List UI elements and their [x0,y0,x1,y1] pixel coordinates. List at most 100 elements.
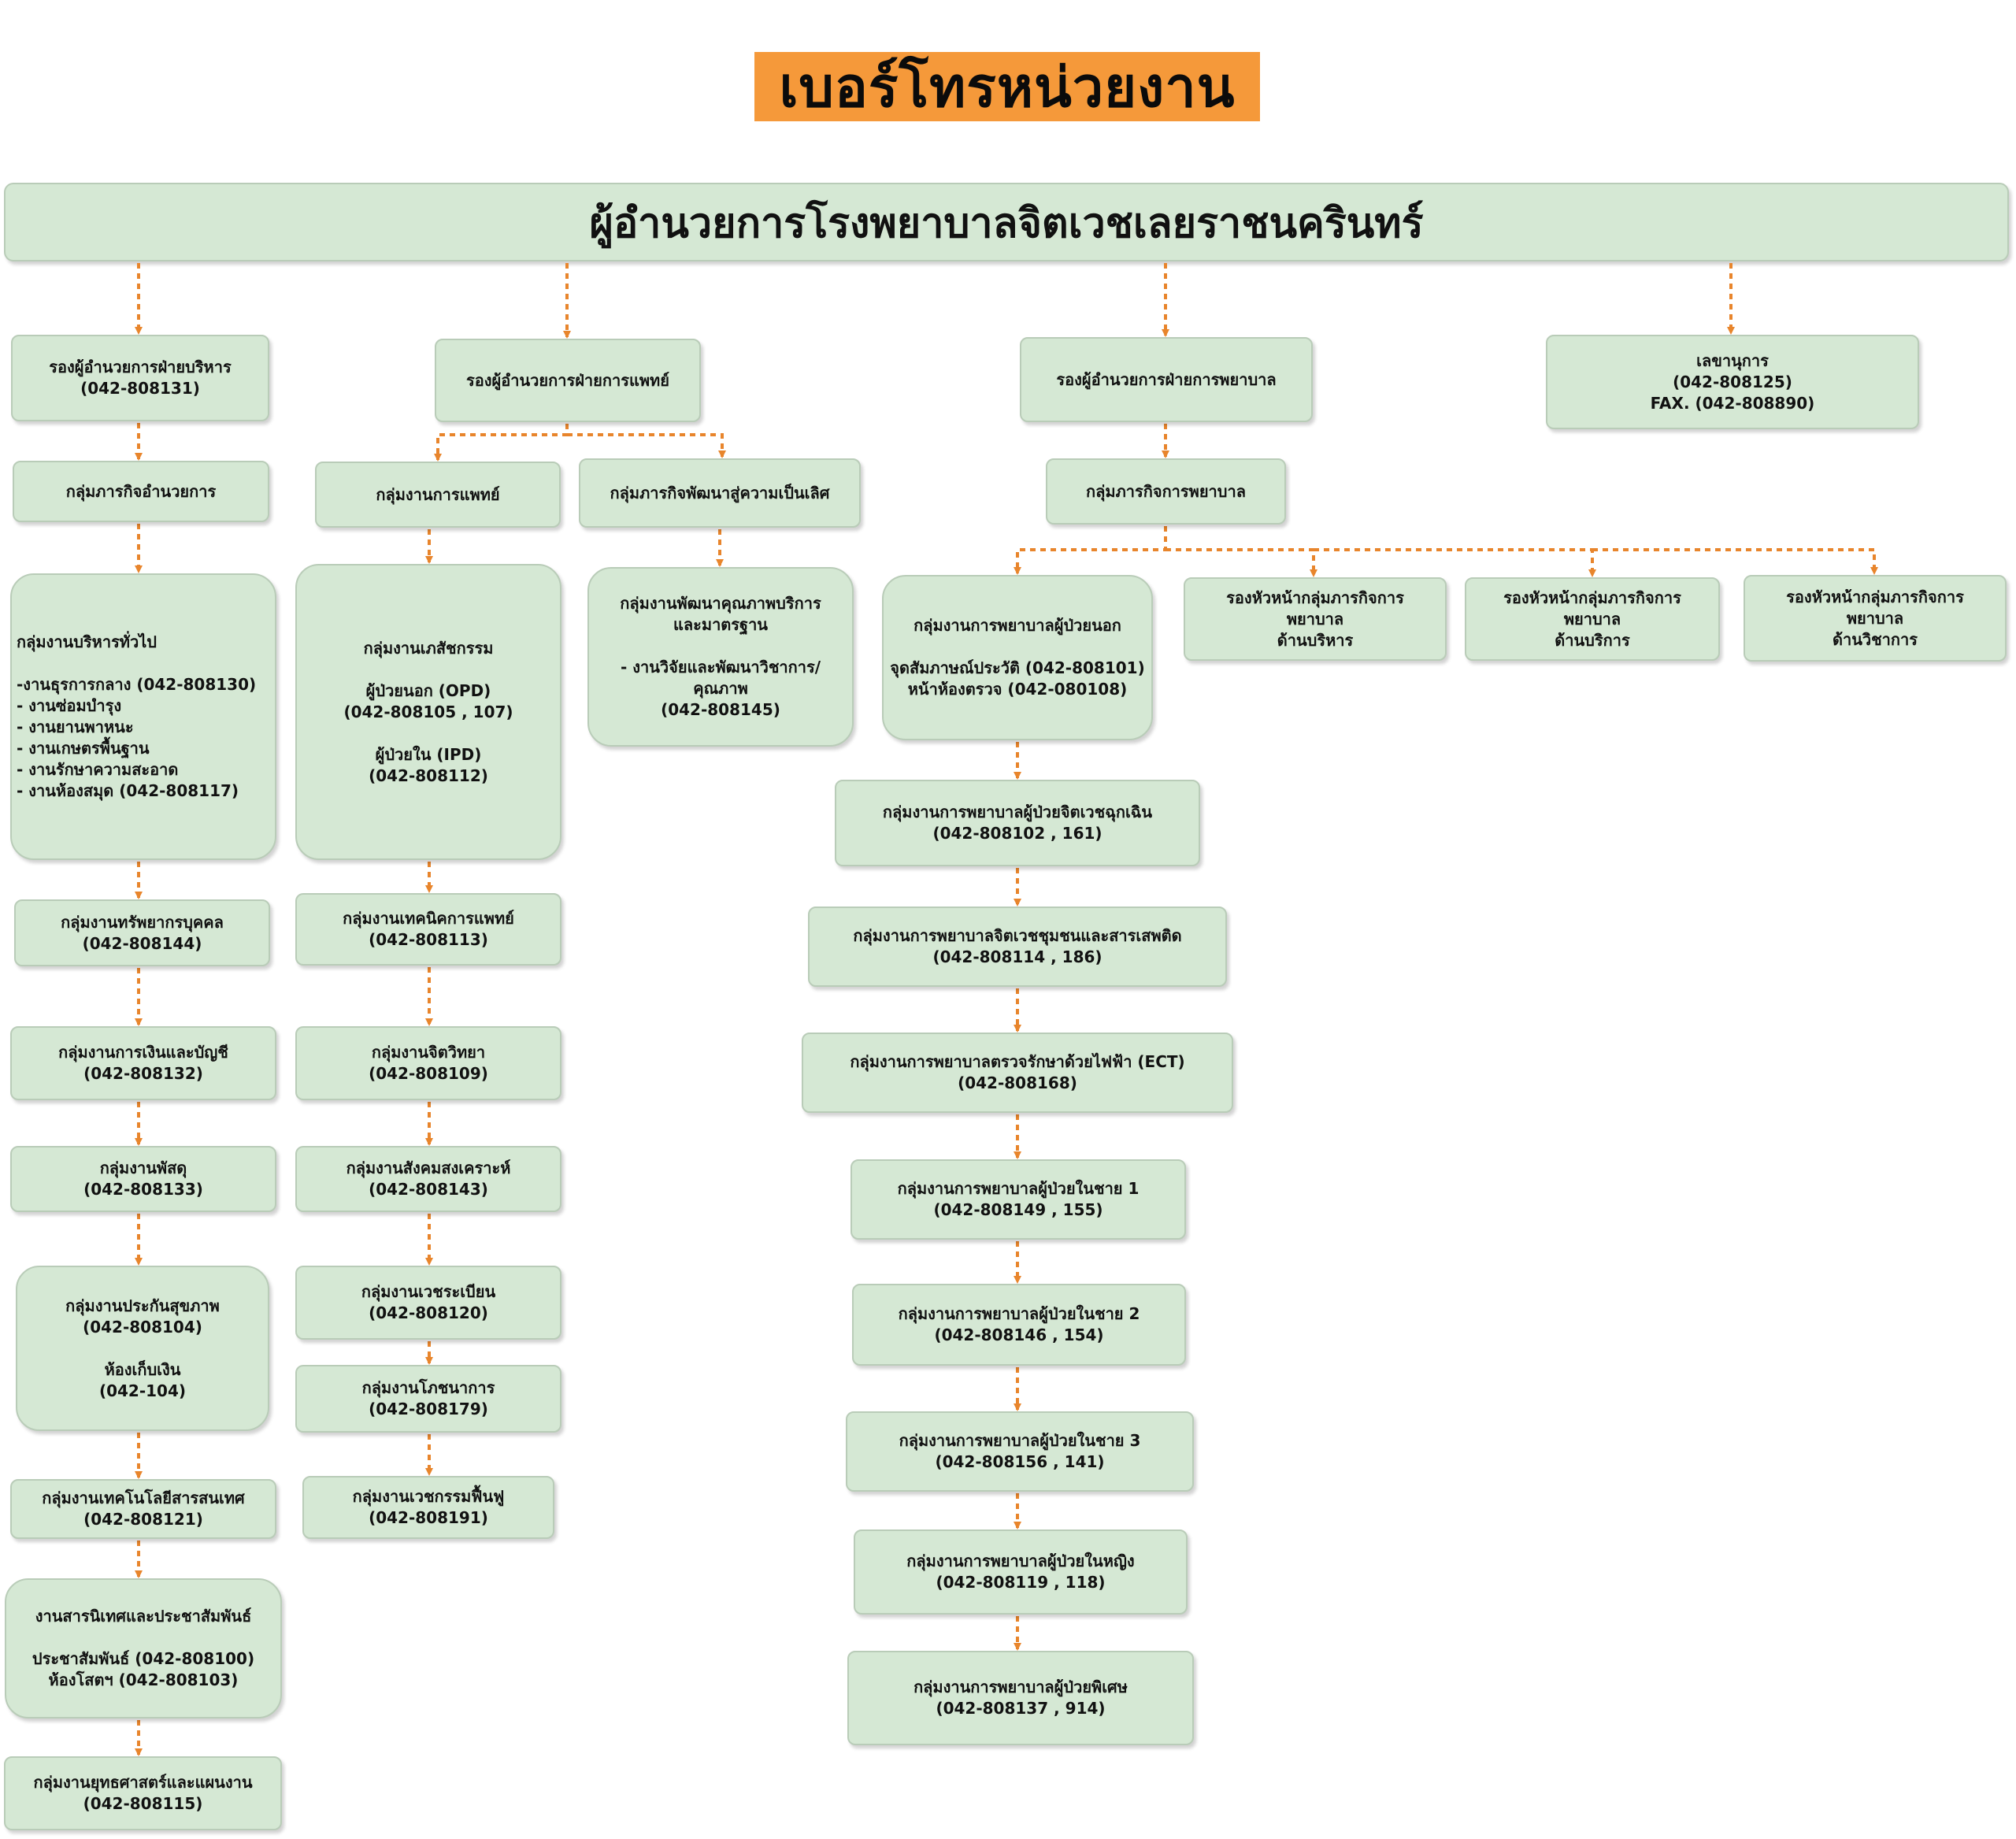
medical-records-box: กลุ่มงานเวชระเบียน(042-808120) [295,1266,561,1340]
sub-head-academic-box: รองหัวหน้ากลุ่มภารกิจการพยาบาลด้านวิชากา… [1744,575,2007,662]
rehab-box: กลุ่มงานเวชกรรมฟื้นฟู (042-808191) [302,1476,554,1539]
box-line: ประชาสัมพันธ์ (042-808100) [32,1649,255,1668]
box-line: (042-104) [98,1381,187,1400]
box-line: กลุ่มภารกิจอำนวยการ [65,481,217,501]
box-line: กลุ่มงานประกันสุขภาพ [65,1296,220,1315]
box-line: (042-808104) [83,1317,202,1337]
box-line: รองหัวหน้ากลุ่มภารกิจการ [1786,587,1964,606]
box-line: (042-808125) [1673,372,1792,391]
hr-box: กลุ่มงานทรัพยากรบุคคล(042-808144) [14,899,270,966]
director-box: ผู้อำนวยการโรงพยาบาลจิตเวชเลยราชนครินทร์ [4,183,2009,261]
box-line: รองหัวหน้ากลุ่มภารกิจการ [1226,588,1404,607]
box-line: กลุ่มงานยุทธศาสตร์และแผนงาน [33,1773,253,1792]
box-line: กลุ่มงานการพยาบาลผู้ป่วยในชาย 1 [897,1179,1140,1198]
box-line: พยาบาล [1846,608,1904,628]
box-line: พยาบาล [1286,609,1344,628]
female-ward-box: กลุ่มงานการพยาบาลผู้ป่วยในหญิง (042-80811… [854,1529,1188,1615]
quality-box: กลุ่มงานพัฒนาคุณภาพบริการและมาตรฐาน- งาน… [587,567,854,747]
pharmacy-box: กลุ่มงานเภสัชกรรมผู้ป่วยนอก (OPD)(042-80… [295,564,561,860]
box-line: (042-808137 , 914) [936,1699,1106,1718]
box-line: (042-808105 , 107) [343,702,513,721]
excellence-box: กลุ่มภารกิจพัฒนาสู่ความเป็นเลิศ [579,458,861,528]
medtech-box: กลุ่มงานเทคนิคการแพทย์ (042-808113) [295,893,561,966]
box-line: (042-808102 , 161) [932,824,1102,843]
box-line: และมาตรฐาน [673,615,768,634]
medical-group-box: กลุ่มงานการแพทย์ [315,462,561,528]
box-line: กลุ่มงานการแพทย์ [376,484,500,504]
box-line: -งานธุรการกลาง (042-808130) [17,675,257,694]
box-line: (042-808156 , 141) [935,1452,1105,1471]
box-line: กลุ่มงานจิตวิทยา [371,1043,486,1062]
box-line: กลุ่มงานการพยาบาลผู้ป่วยจิตเวชฉุกเฉิน [882,803,1153,821]
box-line: - งานวิจัยและพัฒนาวิชาการ/ [620,658,821,677]
ect-nursing-box: กลุ่มงานการพยาบาลตรวจรักษาด้วยไฟฟ้า (ECT… [802,1033,1233,1113]
box-line: ด้านบริหาร [1277,630,1354,650]
male-ward-2-box: กลุ่มงานการพยาบาลผู้ป่วยในชาย 2 (042-8081… [852,1284,1186,1366]
box-line: กลุ่มงานการพยาบาลผู้ป่วยในชาย 3 [899,1431,1141,1450]
box-line: กลุ่มงานการเงินและบัญชี [58,1043,228,1062]
insurance-box: กลุ่มงานประกันสุขภาพ (042-808104) ห้องเก็บ… [16,1266,269,1431]
box-line: (042-808114 , 186) [932,947,1102,966]
psychology-box: กลุ่มงานจิตวิทยา (042-808109) [295,1026,561,1100]
box-line: พยาบาล [1563,609,1621,628]
box-line: (042-808132) [83,1064,203,1083]
box-line: กลุ่มงานทรัพยากรบุคคล [61,912,224,932]
box-line: (042-808121) [83,1510,203,1529]
opd-nursing-box: กลุ่มงานการพยาบาลผู้ป่วยนอกจุดสัมภาษณ์ปร… [882,575,1153,740]
page-title: เบอร์โทรหน่วยงาน [754,52,1260,121]
admin-mission-box: กลุ่มภารกิจอำนวยการ [13,461,269,522]
social-work-box: กลุ่มงานสังคมสงเคราะห์ (042-808143) [295,1146,561,1212]
box-line: จุดสัมภาษณ์ประวัติ (042-808101) [890,658,1145,677]
box-line: กลุ่มงานสังคมสงเคราะห์ [346,1159,511,1177]
box-line: งานสารนิเทศและประชาสัมพันธ์ [35,1607,252,1626]
box-line: กลุ่มงานการพยาบาลตรวจรักษาด้วยไฟฟ้า (ECT… [850,1052,1185,1071]
pr-box: งานสารนิเทศและประชาสัมพันธ์ประชาสัมพันธ์… [5,1578,282,1719]
box-line: กลุ่มงานการพยาบาลผู้ป่วยพิเศษ [914,1678,1128,1696]
box-line: กลุ่มงานเวชกรรมฟื้นฟู [352,1487,505,1506]
box-line: (042-808145) [661,700,780,719]
box-line: (042-808133) [83,1180,203,1199]
box-line: (042-808191) [369,1508,488,1527]
connector-arrow [1314,548,1596,577]
nutrition-box: กลุ่มงานโภชนาการ (042-808179) [295,1365,561,1433]
box-line: กลุ่มงานบริหารทั่วไป [17,632,157,651]
box-line: กลุ่มภารกิจพัฒนาสู่ความเป็นเลิศ [610,483,830,502]
box-line: กลุ่มงานโภชนาการ [361,1378,495,1397]
box-line: (042-808143) [369,1180,488,1199]
box-line: กลุ่มงานเทคนิคการแพทย์ [343,909,514,928]
box-line: (042-808113) [369,930,488,949]
box-line: (042-808146 , 154) [934,1325,1104,1344]
box-line: ด้านวิชาการ [1832,629,1918,649]
it-box: กลุ่มงานเทคโนโลยีสารสนเทศ(042-808121) [10,1479,276,1539]
box-line: กลุ่มงานการพยาบาลผู้ป่วยนอก [914,616,1121,635]
general-admin-box: กลุ่มงานบริหารทั่วไป -งานธุรการกลาง (042-… [10,573,276,860]
box-line: กลุ่มงานการพยาบาลผู้ป่วยในชาย 2 [898,1304,1140,1323]
strategy-box: กลุ่มงานยุทธศาสตร์และแผนงาน(042-808115) [4,1756,282,1830]
box-line: - งานเกษตรพื้นฐาน [17,739,150,758]
box-line: รองผู้อำนวยการฝ่ายการพยาบาล [1056,369,1277,389]
box-line: (042-808109) [369,1064,488,1083]
box-line: - งานห้องสมุด (042-808117) [17,781,239,800]
nursing-deputy-box: รองผู้อำนวยการฝ่ายการพยาบาล [1020,337,1313,422]
nursing-mission-box: กลุ่มภารกิจการพยาบาล [1046,458,1286,525]
connector-arrow [434,424,569,462]
box-line: ด้านบริการ [1555,630,1630,650]
box-line: (042-808179) [369,1400,488,1418]
box-line: ห้องโสตฯ (042-808103) [48,1670,239,1689]
box-line: ผู้ป่วยใน (IPD) [375,744,482,764]
box-line: กลุ่มงานการพยาบาลจิตเวชชุมชนและสารเสพติด [853,926,1182,945]
box-line: กลุ่มภารกิจการพยาบาล [1086,481,1246,501]
finance-box: กลุ่มงานการเงินและบัญชี (042-808132) [10,1026,276,1100]
box-line: (042-808120) [369,1303,488,1322]
box-line: คุณภาพ [693,679,748,698]
er-nursing-box: กลุ่มงานการพยาบาลผู้ป่วยจิตเวชฉุกเฉิน (04… [835,780,1200,866]
box-line: กลุ่มงานการพยาบาลผู้ป่วยในหญิง [906,1552,1135,1570]
box-line: (042-808119 , 118) [936,1573,1106,1592]
special-ward-box: กลุ่มงานการพยาบาลผู้ป่วยพิเศษ (042-808137… [847,1651,1194,1745]
box-line: (042-808112) [369,766,488,785]
box-line: เลขานุการ [1696,350,1769,370]
male-ward-3-box: กลุ่มงานการพยาบาลผู้ป่วยในชาย 3 (042-8081… [846,1411,1194,1492]
sub-head-admin-box: รองหัวหน้ากลุ่มภารกิจการพยาบาลด้านบริหาร [1184,577,1447,661]
box-line: ห้องเก็บเงิน [104,1359,181,1379]
